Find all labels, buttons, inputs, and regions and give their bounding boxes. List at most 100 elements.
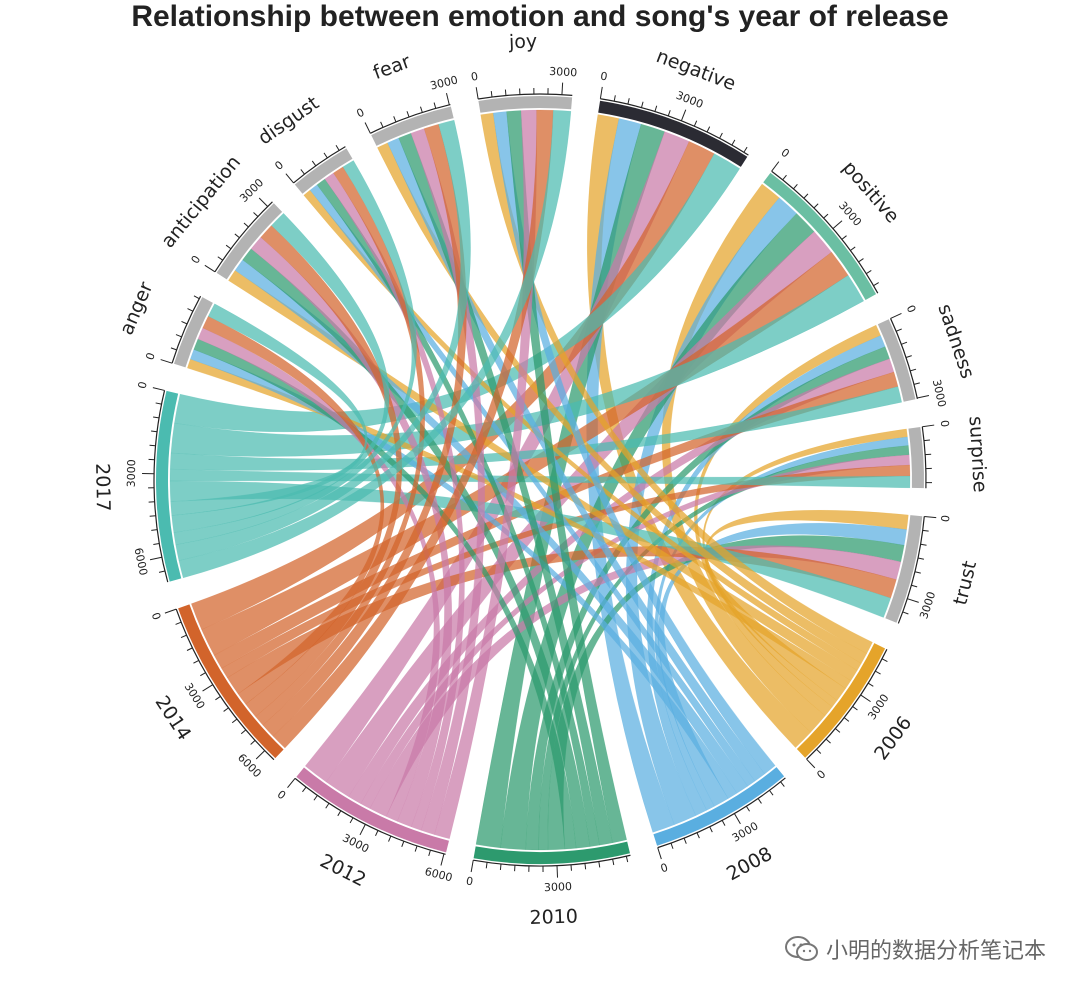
axis-tick (782, 174, 787, 181)
axis-tick (253, 212, 259, 217)
axis-tick (860, 694, 871, 703)
axis-tick (875, 670, 881, 675)
axis-tick (640, 101, 644, 108)
axis-2010 (473, 854, 631, 867)
tick-label: 0 (189, 253, 204, 266)
axis-tick (255, 750, 266, 760)
axis-tick (793, 184, 798, 190)
axis-tick (420, 106, 423, 113)
axis-surprise (921, 426, 927, 489)
axis-tick (910, 368, 917, 372)
ribbon-anticipation-2017 (171, 212, 390, 533)
tick-label: 0 (659, 861, 670, 876)
axis-tick (806, 758, 816, 769)
axis-tick (680, 109, 687, 122)
sector-label-2012: 2012 (316, 850, 369, 891)
axis-tick (155, 402, 162, 405)
axis-tick (153, 416, 160, 419)
sector-anticipation (216, 203, 283, 280)
sector-label-2010: 2010 (529, 906, 578, 930)
tick-label: 3000 (674, 89, 705, 111)
sector-label-surprise: surprise (965, 415, 991, 493)
axis-anger (171, 295, 202, 364)
axis-tick (359, 824, 366, 836)
axis-tick (901, 341, 908, 345)
tick-label: 3000 (917, 590, 938, 621)
axis-tick (613, 95, 616, 102)
axis-tick (181, 320, 188, 325)
axis-tick (313, 795, 318, 801)
wechat-icon (784, 936, 818, 961)
axis-tick (250, 740, 256, 745)
axis-tick (364, 122, 371, 134)
sector-2012 (296, 767, 449, 853)
tick-label: 0 (149, 611, 164, 622)
axis-tick (584, 863, 587, 870)
tick-label: 6000 (132, 547, 150, 577)
sector-label-disgust: disgust (254, 92, 323, 149)
axis-tick (311, 160, 317, 167)
ribbon-anger-2012 (197, 327, 440, 822)
axis-tick (852, 706, 858, 711)
axis-tick (202, 684, 213, 692)
watermark: 小明的数据分析笔记本 (784, 933, 1046, 965)
watermark-text: 小明的数据分析笔记本 (825, 939, 1046, 964)
tick-label: 6000 (423, 865, 453, 885)
tick-label: 3000 (549, 65, 578, 80)
axis-tick (428, 849, 431, 857)
axis-tick (914, 571, 921, 574)
axis-tick (285, 173, 294, 184)
axis-tick (733, 813, 741, 825)
sector-label-anger: anger (116, 279, 158, 339)
axis-2014 (175, 608, 275, 761)
axis-tick (323, 152, 328, 159)
tick-label: 3000 (429, 73, 459, 92)
sector-trust (885, 515, 923, 623)
sector-positive (763, 172, 877, 300)
axis-fear (370, 103, 451, 134)
axis-tick (152, 387, 165, 391)
axis-tick (556, 865, 559, 878)
tick-label: 0 (939, 514, 953, 522)
sector-label-anticipation: anticipation (157, 151, 245, 252)
sector-label-sadness: sadness (933, 301, 978, 381)
ribbon-fear-2017 (175, 119, 471, 561)
axis-tick (335, 144, 340, 151)
axis-tick (302, 786, 307, 793)
axis-sadness (890, 318, 918, 399)
axis-tick (657, 847, 662, 860)
axis-tick (709, 826, 713, 833)
axis-tick (151, 529, 158, 531)
axis-tick (225, 244, 232, 250)
axis-tick (922, 424, 935, 428)
axis-tick (325, 802, 330, 809)
sector-2008 (653, 767, 785, 846)
axis-tick (670, 842, 674, 849)
axis-tick (186, 647, 193, 651)
axis-tick (625, 856, 629, 863)
axis-tick (850, 246, 856, 251)
axis-tick (825, 738, 831, 744)
axis-tick (243, 222, 249, 228)
axis-tick (706, 126, 711, 133)
axis-tick (771, 161, 780, 172)
ribbon-joy-2017 (178, 109, 572, 579)
tick-label: 3000 (865, 692, 891, 722)
sector-label-2008: 2008 (723, 843, 776, 885)
ribbon-disgust-2017 (173, 160, 417, 546)
axis-tick (164, 608, 177, 614)
axis-tick (470, 860, 474, 873)
axis-tick (499, 863, 502, 871)
axis-tick (158, 570, 165, 573)
axis-tick (406, 111, 410, 118)
sector-label-2014: 2014 (151, 692, 196, 745)
axis-tick (200, 672, 206, 677)
tick-label: 0 (599, 70, 608, 84)
axis-tick (433, 102, 437, 109)
axis-tick (149, 444, 156, 447)
axis-tick (287, 778, 296, 788)
axis-tick (170, 347, 177, 351)
axis-tick (151, 430, 158, 433)
sector-label-fear: fear (370, 50, 413, 84)
